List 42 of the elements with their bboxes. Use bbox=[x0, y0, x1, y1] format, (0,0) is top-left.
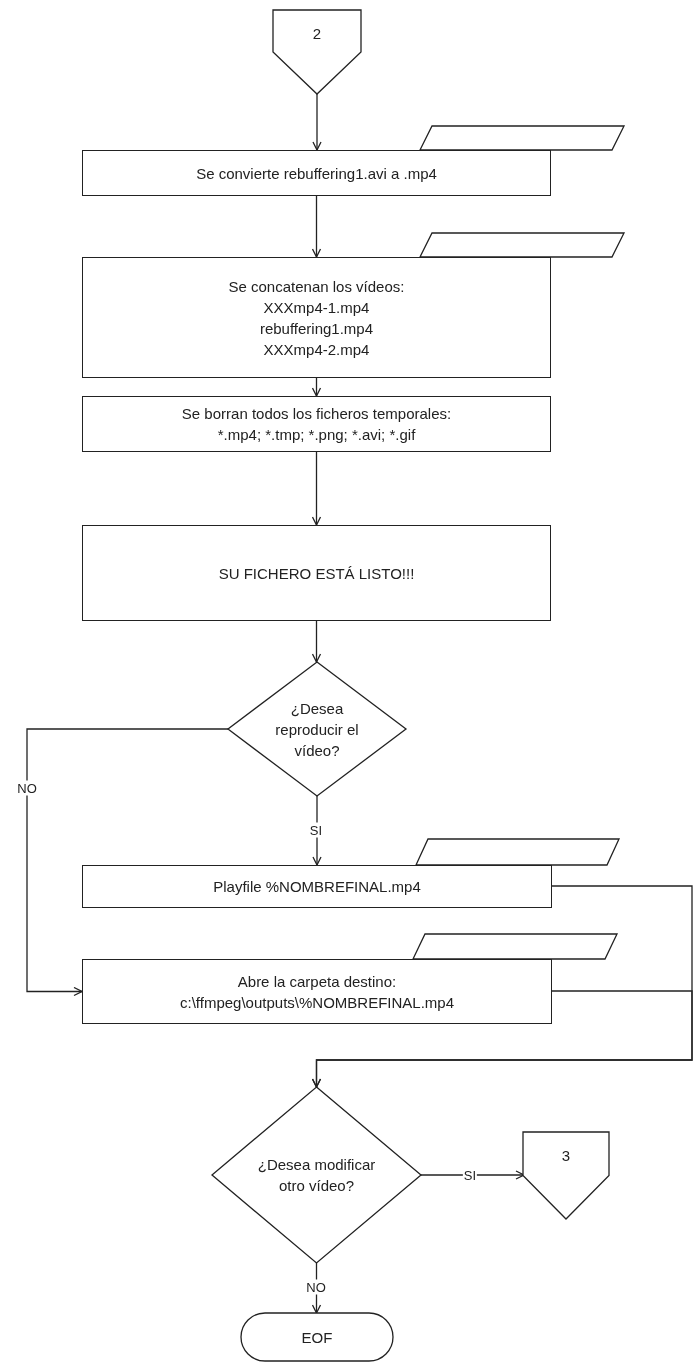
arrow bbox=[26, 728, 229, 997]
arrow bbox=[311, 195, 322, 258]
edge-label: NO bbox=[16, 780, 38, 796]
arrow bbox=[311, 990, 693, 1088]
edge-label: NO bbox=[305, 1279, 327, 1295]
parallelogram-tag bbox=[420, 233, 624, 257]
process-box bbox=[82, 150, 551, 196]
node-text: 2 bbox=[312, 23, 322, 44]
arrow bbox=[312, 795, 322, 866]
terminal-shape bbox=[241, 1313, 393, 1361]
node-text: SU FICHERO ESTÁ LISTO!!! bbox=[218, 563, 415, 584]
arrow bbox=[312, 93, 322, 151]
node-text: 3 bbox=[561, 1146, 571, 1167]
node-text: Se convierte rebuffering1.avi a .mp4 bbox=[196, 163, 437, 184]
process-box bbox=[82, 396, 551, 452]
node-text: Abre la carpeta destino: bbox=[237, 971, 397, 992]
node-text: Se borran todos los ficheros temporales: bbox=[181, 404, 452, 424]
decision-diamond bbox=[212, 1087, 421, 1263]
parallelogram-tag bbox=[420, 126, 624, 150]
arrow bbox=[311, 377, 322, 397]
node-text: ¿Desea modificar otro vídeo? bbox=[257, 1155, 376, 1196]
node-text: ¿Desea reproducir el vídeo? bbox=[274, 698, 360, 761]
arrow bbox=[311, 620, 322, 663]
process-box bbox=[82, 257, 551, 378]
offpage-connector bbox=[273, 10, 361, 94]
process-box bbox=[82, 865, 552, 908]
process-box bbox=[82, 959, 552, 1024]
process-box bbox=[82, 525, 551, 621]
arrow bbox=[311, 451, 322, 526]
node-text: XXXmp4-2.mp4 bbox=[263, 339, 370, 360]
node-text: rebuffering1.mp4 bbox=[259, 318, 374, 339]
node-text: EOF bbox=[301, 1327, 333, 1348]
edge-label: SI bbox=[308, 822, 324, 838]
node-text: XXXmp4-1.mp4 bbox=[263, 297, 370, 318]
offpage-connector bbox=[523, 1132, 609, 1219]
node-text: *.mp4; *.tmp; *.png; *.avi; *.gif bbox=[217, 425, 416, 445]
node-text: c:\ffmpeg\outputs\%NOMBREFINAL.mp4 bbox=[180, 992, 454, 1013]
parallelogram-tag bbox=[416, 839, 619, 865]
node-text: Playfile %NOMBREFINAL.mp4 bbox=[213, 877, 421, 897]
decision-diamond bbox=[228, 662, 406, 796]
node-text: Se concatenan los vídeos: bbox=[228, 276, 405, 297]
parallelogram-tag bbox=[413, 934, 617, 959]
